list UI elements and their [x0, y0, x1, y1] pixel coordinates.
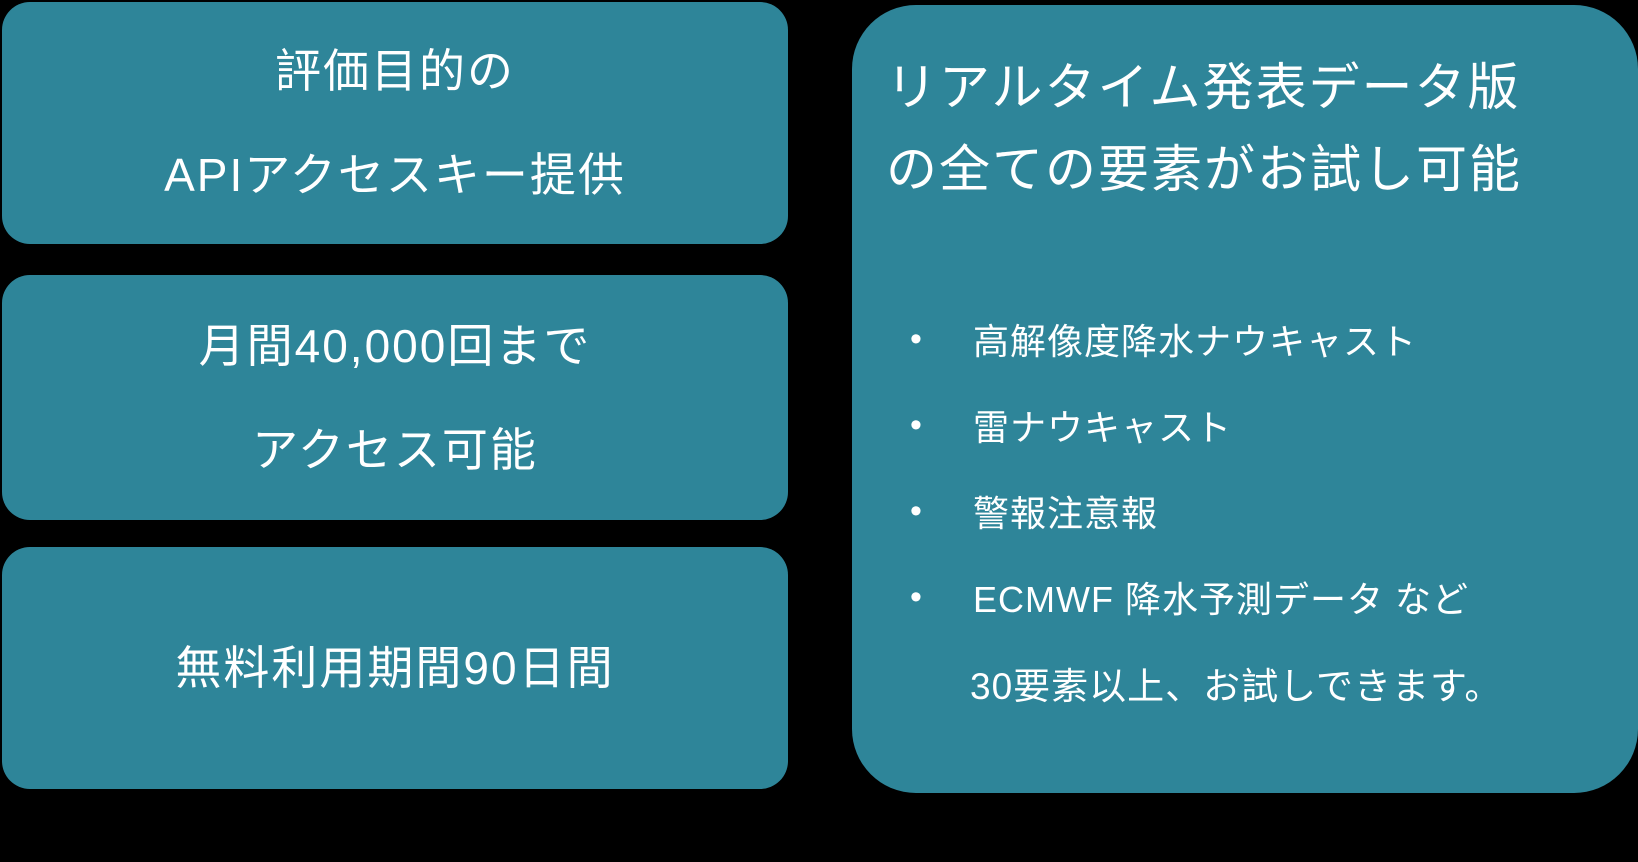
box-line: APIアクセスキー提供 [164, 149, 626, 201]
bullet-dot-icon: • [910, 491, 923, 530]
bullet-list: • 高解像度降水ナウキャスト • 雷ナウキャスト • 警報注意報 • ECMWF… [910, 296, 1612, 640]
panel-title-line-2: の全ての要素がお試し可能 [886, 141, 1523, 198]
box-evaluation-api-key: 評価目的の APIアクセスキー提供 [2, 2, 788, 244]
box-free-period: 無料利用期間90日間 [2, 547, 788, 789]
bullet-item-label: 警報注意報 [973, 493, 1159, 534]
bullet-dot-icon: • [910, 405, 923, 444]
bullet-item-label: ECMWF 降水予測データ など [973, 579, 1469, 620]
trial-elements-panel: リアルタイム発表データ版 の全ての要素がお試し可能 • 高解像度降水ナウキャスト… [852, 5, 1638, 793]
bullet-item: • 警報注意報 [910, 468, 1612, 554]
box-line: 評価目的の [275, 45, 515, 97]
bullet-item-label: 高解像度降水ナウキャスト [973, 321, 1418, 362]
bullet-dot-icon: • [910, 319, 923, 358]
box-line: アクセス可能 [252, 423, 538, 476]
bullet-item: • 高解像度降水ナウキャスト [910, 296, 1612, 382]
panel-title-line-1: リアルタイム発表データ版 [886, 59, 1521, 116]
box-access-limit: 月間40,000回まで アクセス可能 [2, 275, 788, 520]
box-line: 無料利用期間90日間 [175, 642, 615, 694]
footnote: 30要素以上、お試しできます。 [970, 666, 1503, 707]
bullet-item: • 雷ナウキャスト [910, 382, 1612, 468]
panel-title: リアルタイム発表データ版 の全ての要素がお試し可能 [852, 5, 1638, 211]
bullet-item-label: 雷ナウキャスト [973, 407, 1233, 448]
bullet-item: • ECMWF 降水予測データ など [910, 554, 1612, 640]
bullet-dot-icon: • [910, 577, 923, 616]
box-line: 月間40,000回まで [198, 319, 592, 372]
